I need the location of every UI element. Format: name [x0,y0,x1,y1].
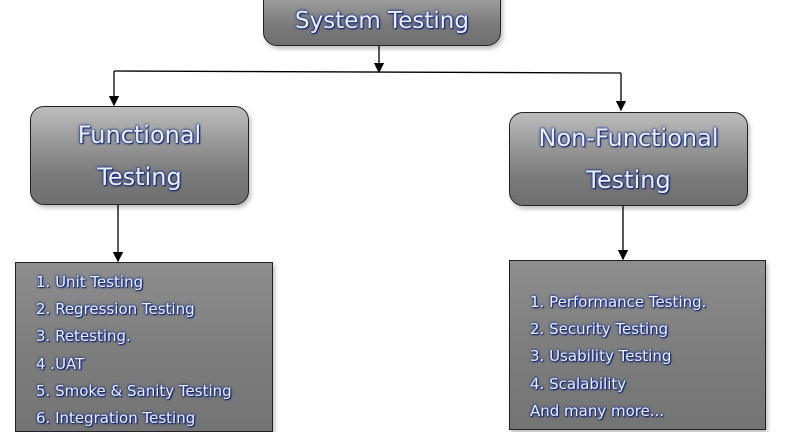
list-item: 2. Regression Testing [36,300,195,319]
list-item: And many more... [530,401,665,420]
list-item: 3. Retesting. [36,327,131,346]
list-item: 1. Performance Testing. [530,293,707,311]
list-item: 4. Scalability [530,374,627,393]
non-functional-title-line2: Testing [586,166,671,194]
functional-testing-list: 1. Unit Testing 2. Regression Testing 3.… [15,262,273,432]
non-functional-testing-list: 1. Performance Testing. 2. Security Test… [509,260,766,430]
list-item: 3. Usability Testing [530,347,672,366]
system-testing-title: System Testing [295,8,469,34]
list-item: 4 .UAT [36,354,85,373]
horizontal-connector [113,70,622,74]
functional-title-line1: Functional [77,120,202,149]
list-item: 5. Smoke & Sanity Testing [36,381,232,400]
non-functional-testing-node: Non-Functional Testing [509,112,748,206]
connector-lines [108,46,629,263]
system-testing-node: System Testing [263,0,501,46]
functional-testing-node: Functional Testing [30,106,249,205]
non-functional-title-line1: Non-Functional [538,124,719,152]
list-item: 6. Integration Testing [36,408,196,427]
list-item: 1. Unit Testing [36,273,144,291]
functional-title-line2: Testing [97,162,182,191]
list-item: 2. Security Testing [530,320,669,339]
